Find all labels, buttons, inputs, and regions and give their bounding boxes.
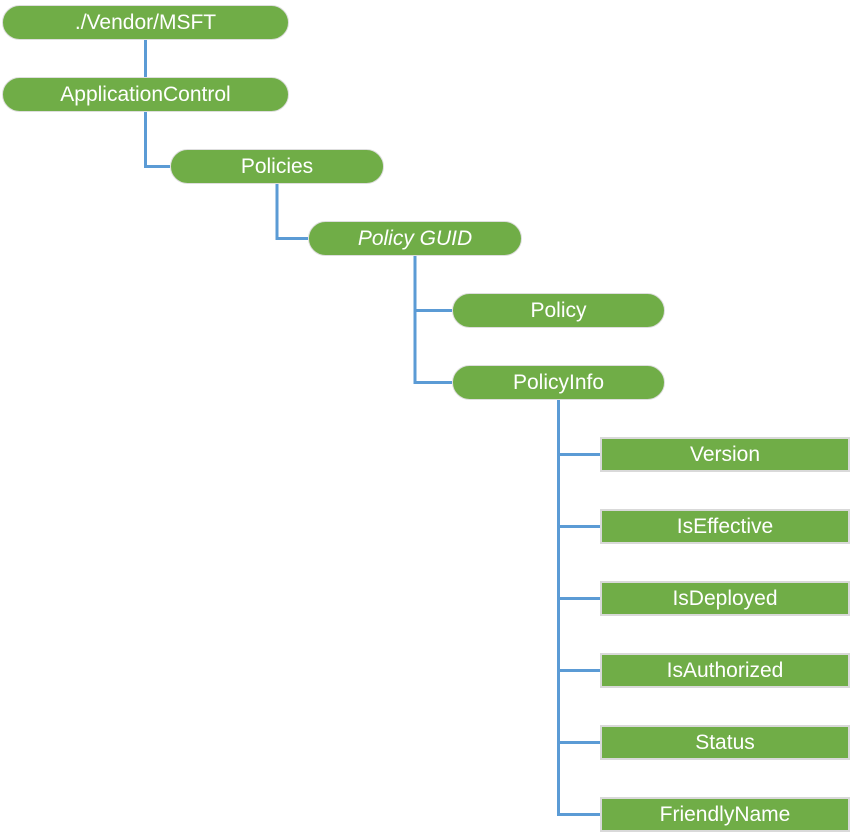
tree-node-version: Version (600, 437, 850, 472)
connector-policy-info-to-is-effective (557, 400, 600, 528)
connector-policy-info-to-friendly-name (557, 400, 600, 816)
connector-application-control-to-policies (144, 112, 170, 168)
connector-policy-info-to-status (557, 400, 600, 744)
tree-node-is-authorized: IsAuthorized (600, 653, 850, 688)
tree-node-policy-info: PolicyInfo (452, 365, 665, 400)
connector-policy-info-to-version (557, 400, 600, 456)
connector-policies-to-policy-guid (275, 184, 308, 240)
tree-node-label-vendor-msft: ./Vendor/MSFT (74, 11, 217, 34)
tree-node-label-application-control: ApplicationControl (60, 83, 231, 106)
tree-node-label-policy: Policy (530, 299, 587, 322)
tree-node-label-version: Version (689, 443, 761, 466)
tree-node-policies: Policies (170, 149, 384, 184)
tree-node-policy-guid: Policy GUID (308, 221, 522, 256)
tree-node-application-control: ApplicationControl (2, 77, 289, 112)
tree-node-label-is-effective: IsEffective (676, 515, 774, 538)
tree-node-label-policy-guid: Policy GUID (357, 227, 473, 250)
tree-node-label-is-deployed: IsDeployed (672, 587, 778, 610)
tree-node-friendly-name: FriendlyName (600, 797, 850, 832)
tree-node-label-policies: Policies (240, 155, 314, 178)
tree-node-policy: Policy (452, 293, 665, 328)
tree-node-is-effective: IsEffective (600, 509, 850, 544)
connector-policy-guid-to-policy-info (413, 256, 452, 384)
tree-node-vendor-msft: ./Vendor/MSFT (2, 5, 289, 40)
connector-policy-info-to-is-authorized (557, 400, 600, 672)
tree-node-label-friendly-name: FriendlyName (659, 803, 791, 826)
tree-node-label-is-authorized: IsAuthorized (666, 659, 784, 682)
tree-node-label-policy-info: PolicyInfo (512, 371, 605, 394)
tree-node-is-deployed: IsDeployed (600, 581, 850, 616)
tree-node-label-status: Status (695, 731, 755, 754)
connector-policy-guid-to-policy (413, 256, 452, 312)
connector-policy-info-to-is-deployed (557, 400, 600, 600)
tree-node-status: Status (600, 725, 850, 760)
